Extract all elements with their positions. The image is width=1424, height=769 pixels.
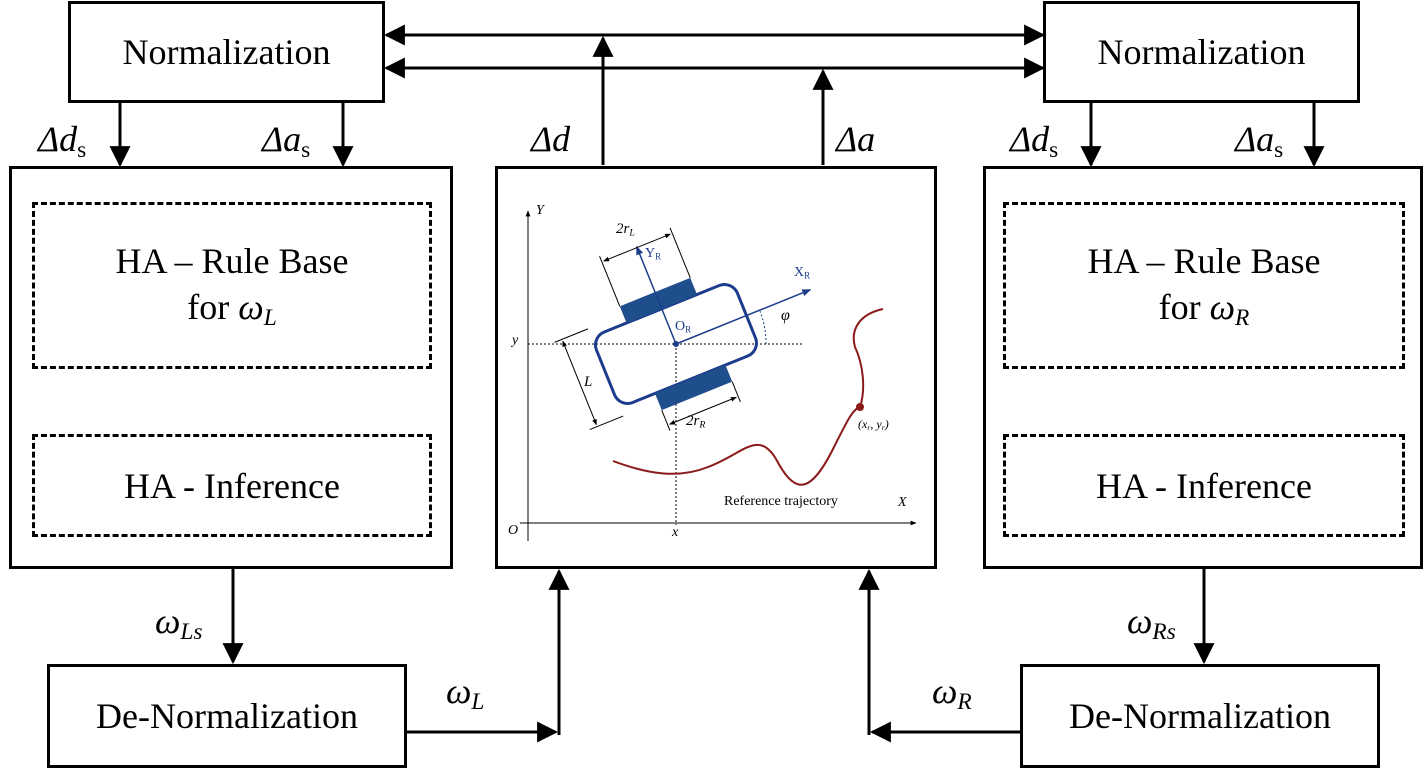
right-rule-base-for: for ωR: [1158, 286, 1250, 331]
robot-yr-label: YR: [645, 246, 662, 262]
right-inference-label: HA - Inference: [1096, 465, 1312, 506]
robot-plant-box: Y X O y x YR XR OR φ 2rL 2rR L (xr, yr) …: [495, 166, 937, 569]
bot-dim-left: [661, 409, 671, 431]
denormalization-left-label: De-Normalization: [96, 696, 358, 736]
delta-ds-left-label: Δds: [38, 119, 87, 163]
delta-as-right-label: Δas: [1235, 119, 1284, 163]
robot-origin: O: [508, 523, 519, 538]
normalization-right-box: Normalization: [1043, 1, 1360, 103]
top-dim-arrow: [603, 233, 671, 262]
robot-xr-label: XR: [794, 265, 811, 281]
robot-width-bottom-label: 2rR: [686, 413, 706, 431]
left-inference-label: HA - Inference: [124, 465, 340, 506]
len-dim-bot: [589, 415, 624, 430]
reference-trajectory: [612, 308, 884, 486]
top-dim-left: [599, 256, 621, 307]
left-rule-base-box: HA – Rule Base for ωL: [32, 202, 432, 369]
left-rule-base-for: for ωL: [187, 286, 277, 331]
robot-width-top-label: 2rL: [616, 221, 635, 239]
yr-axis: [635, 245, 677, 345]
right-rule-base-box: HA – Rule Base for ωR: [1003, 202, 1405, 369]
len-dim-arrow: [562, 340, 597, 426]
left-inference-box: HA - Inference: [32, 434, 432, 537]
bot-dim-right: [731, 381, 741, 403]
denormalization-right-label: De-Normalization: [1069, 696, 1331, 736]
robot-x-mark: x: [672, 525, 679, 540]
normalization-left-box: Normalization: [68, 1, 385, 103]
normalization-right-label: Normalization: [1097, 32, 1306, 72]
phi-arc: [759, 310, 767, 345]
robot-or-label: OR: [675, 319, 692, 335]
omega-r-label: ωR: [932, 671, 972, 715]
bot-dim-arrow: [669, 396, 737, 425]
top-dim-right: [669, 227, 691, 279]
xr-axis: [675, 288, 812, 345]
omega-ls-label: ωLs: [155, 601, 203, 645]
right-rule-base-title: HA – Rule Base: [1087, 240, 1321, 281]
denormalization-right-box: De-Normalization: [1020, 664, 1380, 768]
normalization-left-label: Normalization: [122, 32, 331, 72]
right-inference-box: HA - Inference: [1003, 434, 1405, 537]
robot-trajectory-label: Reference trajectory: [724, 494, 838, 509]
robot-length-label: L: [584, 374, 593, 390]
delta-a-label: Δa: [836, 119, 876, 159]
robot-body-group: [554, 227, 812, 431]
len-dim-top: [554, 328, 589, 343]
robot-axis-x: X: [898, 495, 907, 510]
omega-l-label: ωL: [446, 671, 485, 715]
robot-axis-y: Y: [536, 203, 544, 218]
left-rule-base-title: HA – Rule Base: [115, 240, 349, 281]
denormalization-left-box: De-Normalization: [47, 664, 407, 768]
delta-d-label: Δd: [531, 119, 571, 159]
robot-kinematics-figure: [520, 210, 917, 541]
delta-as-left-label: Δas: [262, 119, 311, 163]
robot-ref-point-label: (xr, yr): [858, 417, 889, 432]
reference-point: [856, 403, 864, 411]
robot-phi-label: φ: [781, 307, 790, 324]
robot-y-mark: y: [512, 333, 519, 348]
delta-ds-right-label: Δds: [1010, 119, 1059, 163]
omega-rs-label: ωRs: [1127, 601, 1176, 645]
robot-center: [673, 341, 679, 347]
